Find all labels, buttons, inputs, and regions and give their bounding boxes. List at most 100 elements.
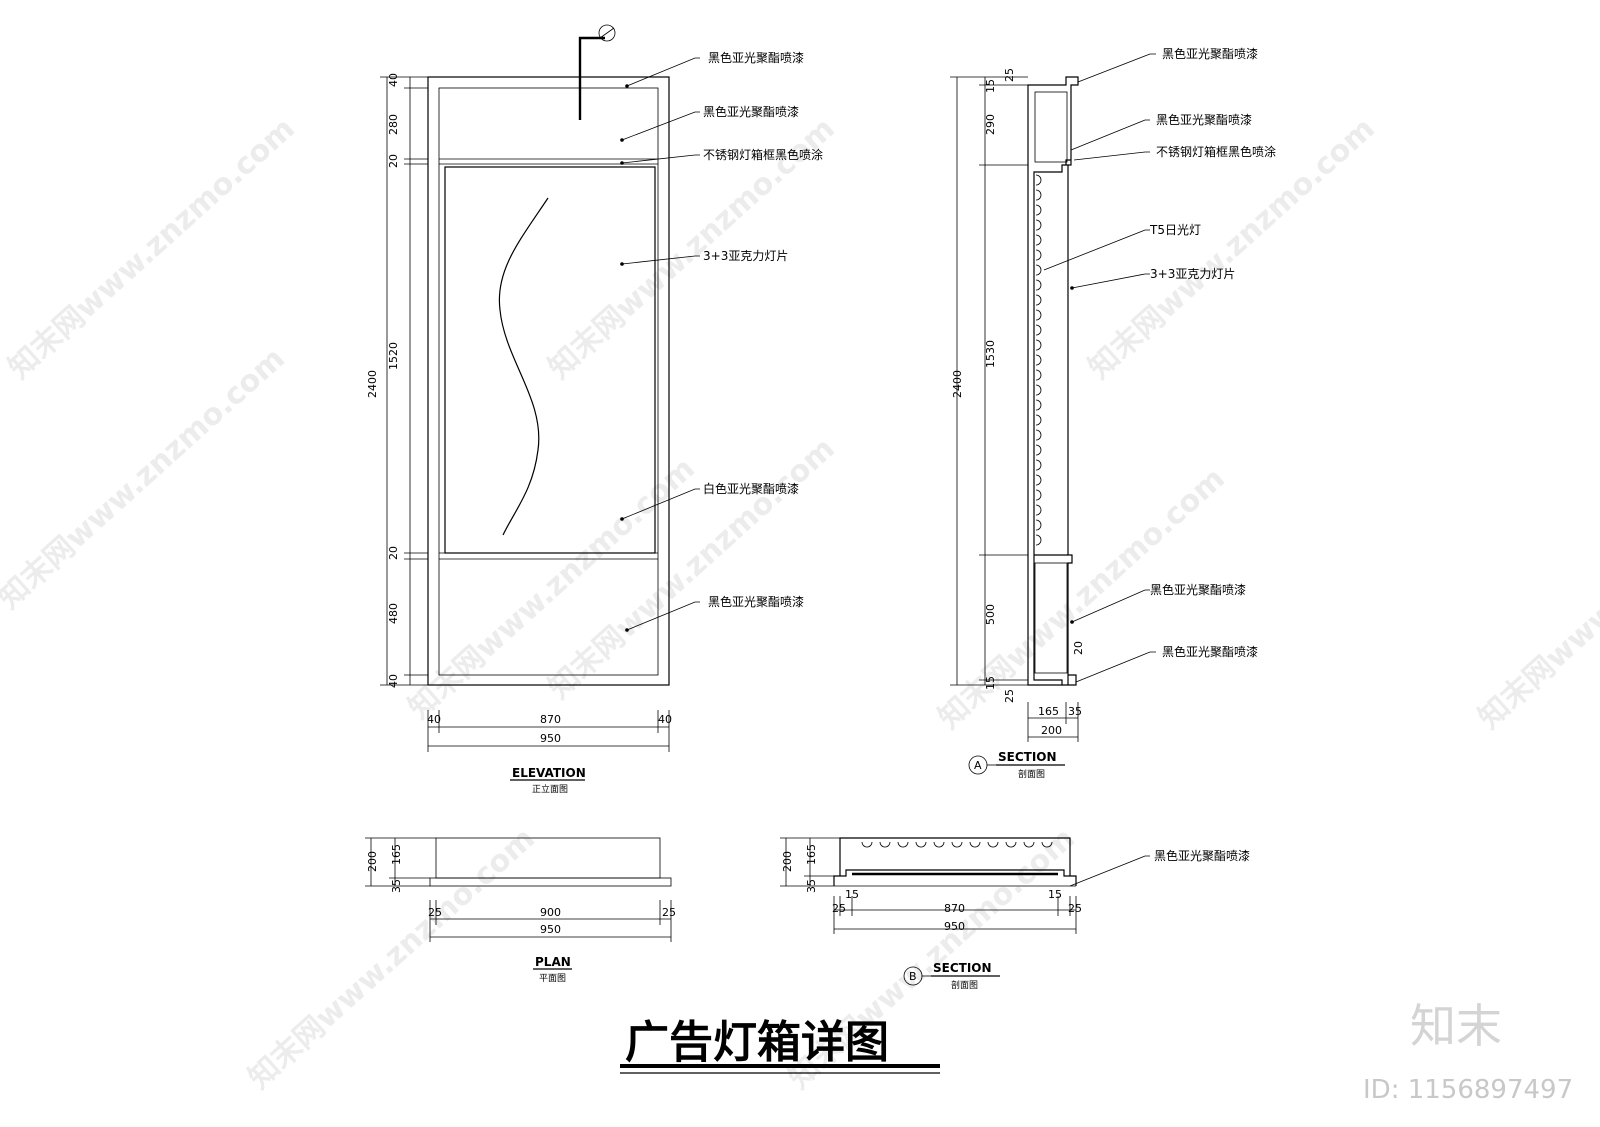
dim-label: 20 (1072, 641, 1085, 655)
section-marker-letter: B (909, 970, 917, 983)
t5-lamp-row (1035, 174, 1042, 546)
bottom-compartment (1034, 554, 1073, 685)
dim-ticks (427, 710, 670, 752)
dim-label: 950 (944, 920, 965, 933)
dim-label: 25 (428, 906, 442, 919)
section-b-base (833, 869, 1077, 886)
callout-white-matte-paint: 白色亚光聚酯喷漆 (703, 481, 799, 496)
dim-label: 25 (662, 906, 676, 919)
section-cut-line (578, 36, 605, 120)
dim-label: 35 (1068, 705, 1082, 718)
dim-label: 40 (387, 73, 400, 87)
callout-black-matte-paint: 黑色亚光聚酯喷漆 (708, 595, 804, 609)
section-cut-marker (598, 24, 616, 42)
dim-label: 40 (658, 713, 672, 726)
elevation-inner-frame (438, 87, 659, 676)
view-title-cn: 正立面图 (532, 783, 568, 795)
section-profile (1027, 76, 1079, 686)
dim-label: 1530 (984, 340, 997, 368)
callout-acrylic-sheet: 3+3亚克力灯片 (1150, 267, 1235, 281)
dim-ticks (950, 76, 1028, 686)
dim-label: 500 (984, 604, 997, 625)
dim-label: 40 (427, 713, 441, 726)
plan-base (429, 877, 672, 887)
dim-label: 200 (1041, 724, 1062, 737)
dim-label: 870 (944, 902, 965, 915)
bottom-inner (1034, 562, 1068, 674)
callout-black-matte-paint: 黑色亚光聚酯喷漆 (703, 105, 799, 119)
dim-label: 35 (805, 879, 818, 893)
dim-label: 200 (366, 851, 379, 872)
dim-label: 200 (781, 851, 794, 872)
callout-black-matte-paint: 黑色亚光聚酯喷漆 (708, 51, 804, 65)
dim-ticks (1027, 702, 1079, 742)
top-compartment (1034, 91, 1068, 163)
elevation-outer-frame (427, 76, 670, 686)
leader-line (1069, 855, 1150, 887)
callout-steel-frame: 不锈钢灯箱框黑色喷涂 (703, 147, 823, 162)
section-marker-letter: A (974, 759, 982, 772)
watermark-text: 知末网www.znzmo.com (2, 111, 302, 386)
dim-label: 280 (387, 114, 400, 135)
callout-steel-frame: 不锈钢灯箱框黑色喷涂 (1156, 144, 1276, 159)
view-title-en: ELEVATION (512, 766, 586, 780)
dim-label: 2400 (951, 370, 964, 398)
brand-logo-text: 知末 (1410, 999, 1502, 1053)
dim-label: 15 (845, 888, 859, 901)
watermark-text: 知末网www.znzmo.com (1472, 461, 1600, 736)
dim-label: 15 (1048, 888, 1062, 901)
dim-label: 40 (387, 674, 400, 688)
dim-label: 480 (387, 603, 400, 624)
leader-dots (620, 84, 629, 632)
dim-label: 900 (540, 906, 561, 919)
dim-label: 950 (540, 732, 561, 745)
section-a-view: 25 15 290 1530 500 15 25 20 2400 165 35 … (950, 47, 1276, 780)
dim-ticks (365, 837, 436, 887)
view-title-en: PLAN (535, 955, 571, 969)
section-b-body (839, 837, 1071, 876)
leader-lines (1043, 53, 1156, 683)
brand-watermark: 知末 ID: 1156897497 (1363, 999, 1573, 1105)
callout-black-matte-paint: 黑色亚光聚酯喷漆 (1162, 47, 1258, 61)
dim-label: 35 (390, 879, 403, 893)
callout-acrylic-sheet: 3+3亚克力灯片 (703, 249, 788, 263)
watermark-text: 知末网www.znzmo.com (932, 461, 1232, 736)
elevation-view: 40 280 20 1520 20 480 40 2400 40 870 40 … (366, 24, 823, 795)
watermark-text: 知末网www.znzmo.com (0, 341, 292, 616)
dim-label: 25 (1003, 68, 1016, 82)
dim-ticks (429, 900, 672, 942)
view-title-cn: 平面图 (539, 973, 566, 984)
drawing-title: 广告灯箱详图 (625, 1017, 889, 1068)
dim-label: 25 (1068, 902, 1082, 915)
dim-label: 165 (805, 844, 818, 865)
dim-label: 15 (984, 79, 997, 93)
bottom-lip (1062, 674, 1077, 686)
dim-label: 1520 (387, 342, 400, 370)
dim-ticks (780, 837, 840, 887)
leader-dots (1070, 286, 1074, 624)
leader-lines (621, 57, 700, 631)
callout-black-matte-paint: 黑色亚光聚酯喷漆 (1150, 583, 1246, 597)
dim-label: 165 (1038, 705, 1059, 718)
callout-black-matte-paint: 黑色亚光聚酯喷漆 (1154, 849, 1250, 863)
view-title-cn: 剖面图 (951, 979, 978, 991)
dim-label: 25 (832, 902, 846, 915)
decorative-wave (498, 197, 549, 536)
view-title-cn: 剖面图 (1018, 768, 1045, 780)
dim-label: 950 (540, 923, 561, 936)
dim-label: 25 (1003, 689, 1016, 703)
view-title-en: SECTION (998, 750, 1057, 764)
image-id-label: ID: 1156897497 (1363, 1075, 1573, 1105)
dim-label: 165 (390, 844, 403, 865)
t5-lamp-row (861, 841, 1053, 848)
callout-black-matte-paint: 黑色亚光聚酯喷漆 (1162, 645, 1258, 659)
dim-label: 870 (540, 713, 561, 726)
section-cut-marker (599, 27, 615, 39)
plan-view: 200 165 35 25 900 25 950 PLAN 平面图 (365, 837, 676, 984)
dim-label: 20 (387, 154, 400, 168)
section-b-view: 200 165 35 25 15 870 15 25 950 黑色亚光聚酯喷漆 … (780, 837, 1250, 991)
dim-label: 15 (984, 676, 997, 690)
dim-ticks (833, 896, 1077, 934)
drawing-title-block: 广告灯箱详图 (620, 1017, 940, 1074)
